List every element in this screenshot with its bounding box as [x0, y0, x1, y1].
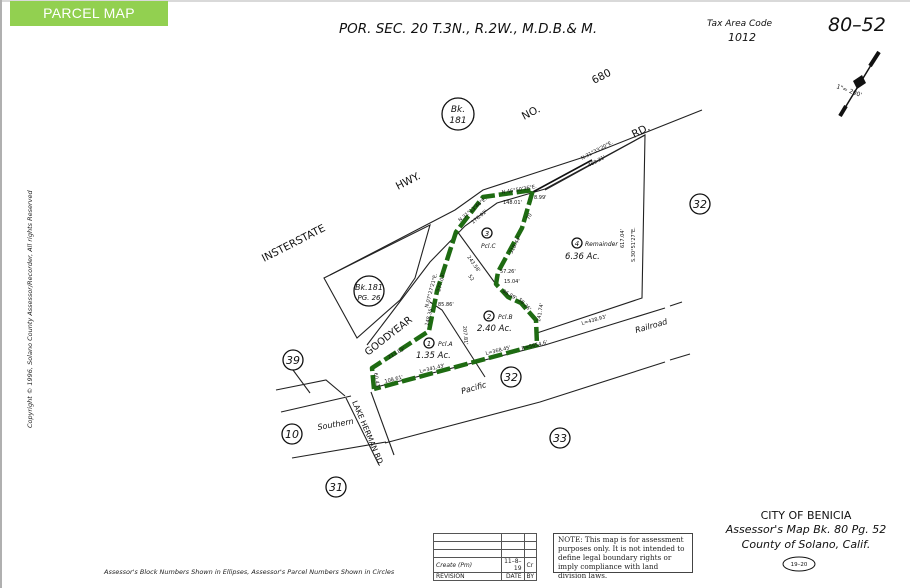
revision-table: Create (Pm) 11–8–19 Cr REVISION DATE BY: [433, 533, 538, 581]
sheet-oval-label: 19–20: [791, 562, 808, 568]
title-city: CITY OF BENICIA: [761, 509, 852, 522]
road-label-pacific: Pacific: [460, 380, 488, 396]
svg-text:8.99': 8.99': [534, 195, 547, 201]
svg-text:1: 1: [427, 340, 431, 348]
parcel-number-33: 33: [549, 427, 571, 449]
dimension-labels: N.31°33'20"E. 400.21' N.46°50'36"E. 148.…: [372, 140, 637, 389]
svg-text:32: 32: [693, 198, 707, 211]
svg-text:181: 181: [449, 116, 466, 126]
svg-text:52: 52: [466, 274, 475, 283]
north-arrow-icon: [838, 50, 881, 118]
sheet-oval: [782, 556, 816, 572]
svg-text:31: 31: [329, 481, 343, 494]
road-label-hwy: HWY.: [394, 170, 423, 192]
railroad-south-edge: [384, 361, 666, 444]
svg-text:33: 33: [553, 432, 567, 445]
svg-text:S.30°51'27"E.: S.30°51'27"E.: [631, 227, 637, 262]
copyright-notice: Copyright © 1996, Solano County Assessor…: [26, 190, 34, 428]
svg-text:2.40 Ac.: 2.40 Ac.: [477, 324, 512, 334]
title-map-ref: Assessor's Map Bk. 80 Pg. 52: [725, 523, 886, 536]
road-label-railroad: Railroad: [634, 317, 669, 335]
road-label-interstate: INSTERSTATE: [260, 222, 327, 264]
svg-text:32: 32: [504, 371, 518, 384]
revision-row: [433, 549, 538, 558]
legend-footnote: Assessor's Block Numbers Shown in Ellips…: [104, 568, 395, 576]
svg-text:141.74': 141.74': [536, 303, 545, 323]
svg-text:6.36 Ac.: 6.36 Ac.: [565, 252, 600, 262]
svg-text:617.04': 617.04': [620, 229, 626, 248]
frame-top-border: [0, 0, 910, 2]
parcel-3-label[interactable]: 3 Pcl.C: [481, 227, 496, 250]
block-181-pg26-polygon: [323, 223, 431, 339]
frame-left-border: [0, 0, 2, 588]
svg-text:L=438.93': L=438.93': [581, 314, 608, 327]
assessment-note: NOTE: This map is for assessment purpose…: [553, 533, 693, 580]
svg-text:15.04': 15.04': [504, 279, 520, 285]
svg-text:1.35 Ac.: 1.35 Ac.: [416, 351, 451, 361]
svg-text:Bk.181: Bk.181: [355, 283, 383, 292]
tax-area-code: 1012: [728, 31, 756, 44]
svg-text:148.01': 148.01': [503, 200, 522, 206]
svg-text:108.61': 108.61': [384, 375, 404, 385]
svg-text:70: 70: [525, 212, 533, 220]
parcel-number-32-east: 32: [689, 193, 711, 215]
svg-text:60.43': 60.43': [372, 372, 381, 389]
road-label-lake-herman: LAKE HERMAN RD.: [350, 399, 386, 467]
parcel-2-label[interactable]: 2 Pcl.B 2.40 Ac.: [477, 310, 513, 334]
block-181-pg26-ellipse: Bk.181 PG. 26: [353, 275, 385, 307]
svg-text:Pcl.C: Pcl.C: [481, 243, 496, 250]
map-number: 80–52: [828, 14, 886, 36]
parcel-number-39: 39: [282, 349, 311, 394]
hwy-north-edge: [329, 109, 703, 276]
svg-text:10: 10: [285, 428, 299, 441]
svg-text:148.35': 148.35': [424, 307, 435, 327]
road-label-goodyear: GOODYEAR: [363, 315, 415, 359]
svg-text:Pcl.B: Pcl.B: [498, 314, 513, 321]
svg-text:Bk.: Bk.: [451, 105, 465, 115]
section-label: POR. SEC. 20 T.3N., R.2W., M.D.B.& M.: [339, 21, 597, 37]
revision-row: Create (Pm) 11–8–19 Cr: [433, 557, 538, 573]
svg-text:PG. 26: PG. 26: [357, 294, 381, 302]
parcel-c-b-line: [456, 230, 496, 284]
revision-header-row: REVISION DATE BY: [433, 572, 538, 581]
svg-text:39: 39: [286, 354, 300, 367]
svg-text:213.83': 213.83': [387, 346, 406, 361]
tax-area-label: Tax Area Code: [707, 19, 773, 29]
lake-herman-east-edge: [370, 391, 395, 456]
road-label-680: 680: [590, 67, 613, 87]
parcel-number-31: 31: [325, 476, 347, 498]
svg-text:277.03': 277.03': [436, 273, 447, 293]
title-county: County of Solano, Calif.: [742, 538, 871, 551]
lake-herman-west-edge: [345, 397, 380, 466]
road-label-no: NO.: [520, 103, 542, 122]
svg-text:Pcl.A: Pcl.A: [438, 341, 453, 348]
svg-text:243.58': 243.58': [465, 255, 481, 274]
svg-text:4: 4: [575, 240, 579, 248]
svg-text:R=5654.6': R=5654.6': [521, 340, 548, 352]
parcel-1-label[interactable]: 1 Pcl.A 1.35 Ac.: [416, 337, 453, 361]
parcel-4-label[interactable]: 4 Remainder 6.36 Ac.: [565, 237, 618, 262]
remainder-boundary: [536, 134, 646, 334]
svg-text:Remainder: Remainder: [585, 241, 618, 248]
subject-parcel-boundary[interactable]: [369, 187, 540, 392]
road-label-southern: Southern: [317, 417, 355, 432]
hwy-south-edge: [366, 134, 646, 346]
parcel-39-boundary: [275, 379, 346, 397]
svg-text:58.26': 58.26': [517, 297, 532, 312]
block-181-ellipse: Bk. 181: [441, 97, 475, 131]
parcel-map-banner: PARCEL MAP: [10, 1, 168, 26]
svg-text:207.81': 207.81': [461, 326, 469, 345]
revision-row: [433, 541, 538, 550]
parcel-number-10: 10: [281, 423, 303, 445]
svg-text:3: 3: [485, 230, 489, 238]
revision-row: [433, 533, 538, 542]
svg-text:57.26': 57.26': [500, 269, 516, 275]
svg-text:2: 2: [487, 313, 492, 321]
svg-text:85.86': 85.86': [438, 302, 454, 308]
parcel-number-32-railroad: 32: [500, 366, 522, 388]
